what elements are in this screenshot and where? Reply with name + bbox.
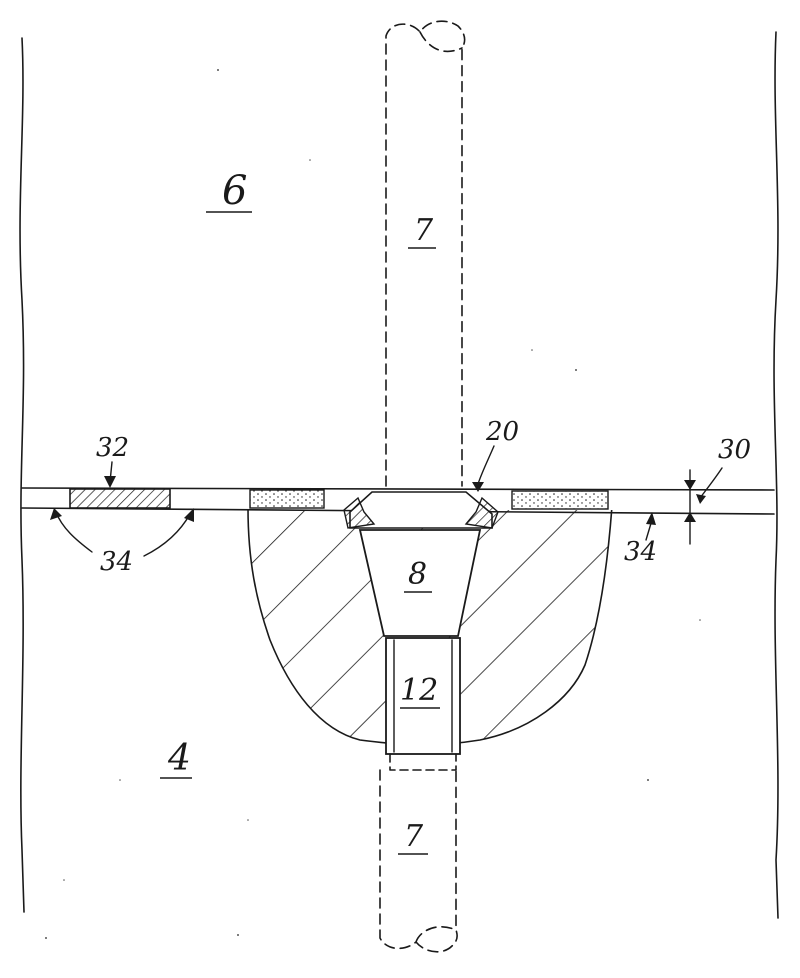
label-insert-32: 32 <box>96 433 129 463</box>
filler-left <box>249 489 325 509</box>
label-gap-34-left: 34 <box>100 547 133 577</box>
label-gap-34-right: 34 <box>624 537 657 567</box>
seal-right <box>464 496 499 529</box>
label-cone-8: 8 <box>408 557 427 592</box>
label-rod-7-upper: 7 <box>414 213 434 248</box>
label-seal-20: 20 <box>485 417 519 447</box>
insert-block <box>69 488 171 509</box>
left-break-line <box>19 37 25 913</box>
right-break-line <box>773 31 779 919</box>
label-sleeve-12: 12 <box>400 673 438 708</box>
rod-end-dashed <box>389 753 457 771</box>
filler-right <box>511 490 609 510</box>
scan-speckles <box>45 69 701 939</box>
label-gap-30: 30 <box>718 435 751 465</box>
label-rod-7-lower: 7 <box>404 819 424 854</box>
seal-left <box>343 496 376 529</box>
label-region-6: 6 <box>222 168 247 214</box>
cone-piece <box>358 529 482 637</box>
upper-rod-outline <box>385 20 466 487</box>
lower-rod-outline <box>379 769 458 953</box>
sleeve-piece <box>385 637 461 755</box>
label-region-4: 4 <box>167 738 191 779</box>
